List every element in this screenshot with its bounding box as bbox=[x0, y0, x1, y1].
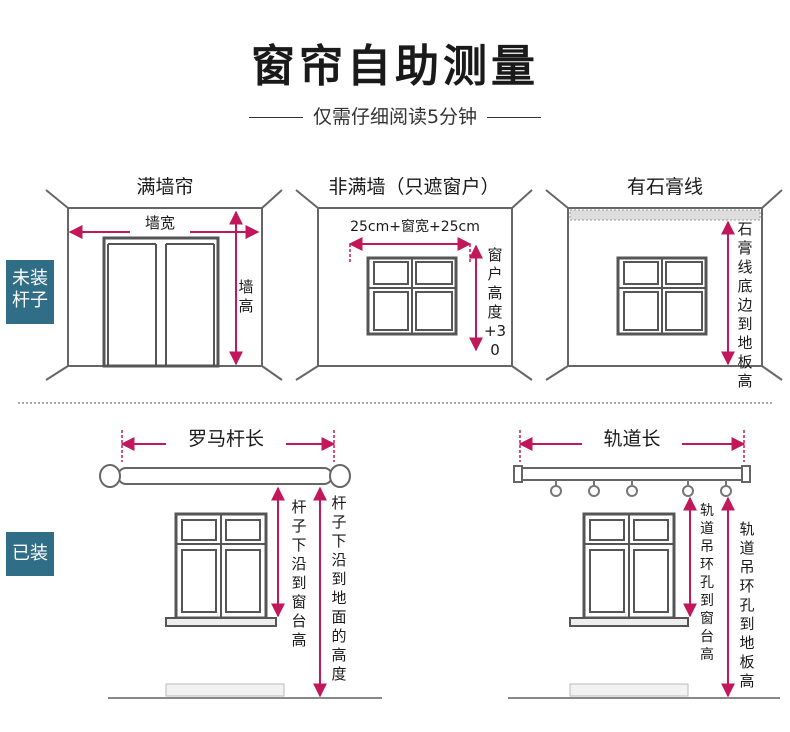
label-window-height: 窗户高度+30 bbox=[483, 246, 507, 359]
subtitle-text: 仅需仔细阅读5分钟 bbox=[312, 106, 478, 128]
label-track-to-floor: 轨道吊环孔到地板高 bbox=[739, 520, 755, 690]
label-rod-to-sill: 杆子下沿到窗台高 bbox=[291, 498, 307, 649]
tag-installed: 已装 bbox=[6, 532, 54, 576]
title-plaster-line: 有石膏线 bbox=[626, 176, 703, 198]
title-track: 轨道长 bbox=[582, 424, 682, 451]
door-full-wall bbox=[102, 236, 220, 368]
label-window-width: 25cm+窗宽+25cm bbox=[350, 219, 480, 235]
room-plaster-line bbox=[545, 189, 783, 381]
page-subtitle: 仅需仔细阅读5分钟 bbox=[0, 102, 790, 129]
floor-heater-right bbox=[569, 683, 689, 697]
label-track-to-sill: 轨道吊环孔到窗台高 bbox=[700, 503, 714, 663]
title-roman-rod: 罗马杆长 bbox=[166, 424, 286, 451]
room-non-full-wall bbox=[295, 189, 533, 381]
floor-heater-left bbox=[165, 683, 285, 697]
window-roman-rod bbox=[165, 512, 277, 627]
title-non-full-wall: 非满墙（只遮窗户） bbox=[328, 176, 500, 198]
title-full-wall: 满墙帘 bbox=[136, 176, 194, 198]
track-rings bbox=[550, 480, 732, 497]
label-rod-to-floor: 杆子下沿到地面的高度 bbox=[331, 494, 347, 683]
subtitle-right-rule bbox=[487, 117, 542, 118]
label-wall-width: 墙宽 bbox=[130, 212, 190, 233]
subtitle-left-rule bbox=[248, 117, 303, 118]
window-plaster-line bbox=[616, 256, 708, 336]
roman-rod bbox=[99, 464, 351, 488]
label-wall-height: 墙高 bbox=[238, 278, 254, 315]
plaster-molding bbox=[569, 209, 761, 221]
page-title: 窗帘自助测量 bbox=[251, 41, 539, 92]
curtain-track bbox=[513, 465, 751, 483]
section-divider bbox=[18, 402, 772, 404]
tag-not-installed: 未装杆子 bbox=[6, 260, 54, 324]
window-track bbox=[569, 512, 689, 627]
label-plaster-to-floor: 石膏线底边到地板高 bbox=[737, 220, 753, 390]
window-non-full-wall bbox=[366, 256, 458, 336]
